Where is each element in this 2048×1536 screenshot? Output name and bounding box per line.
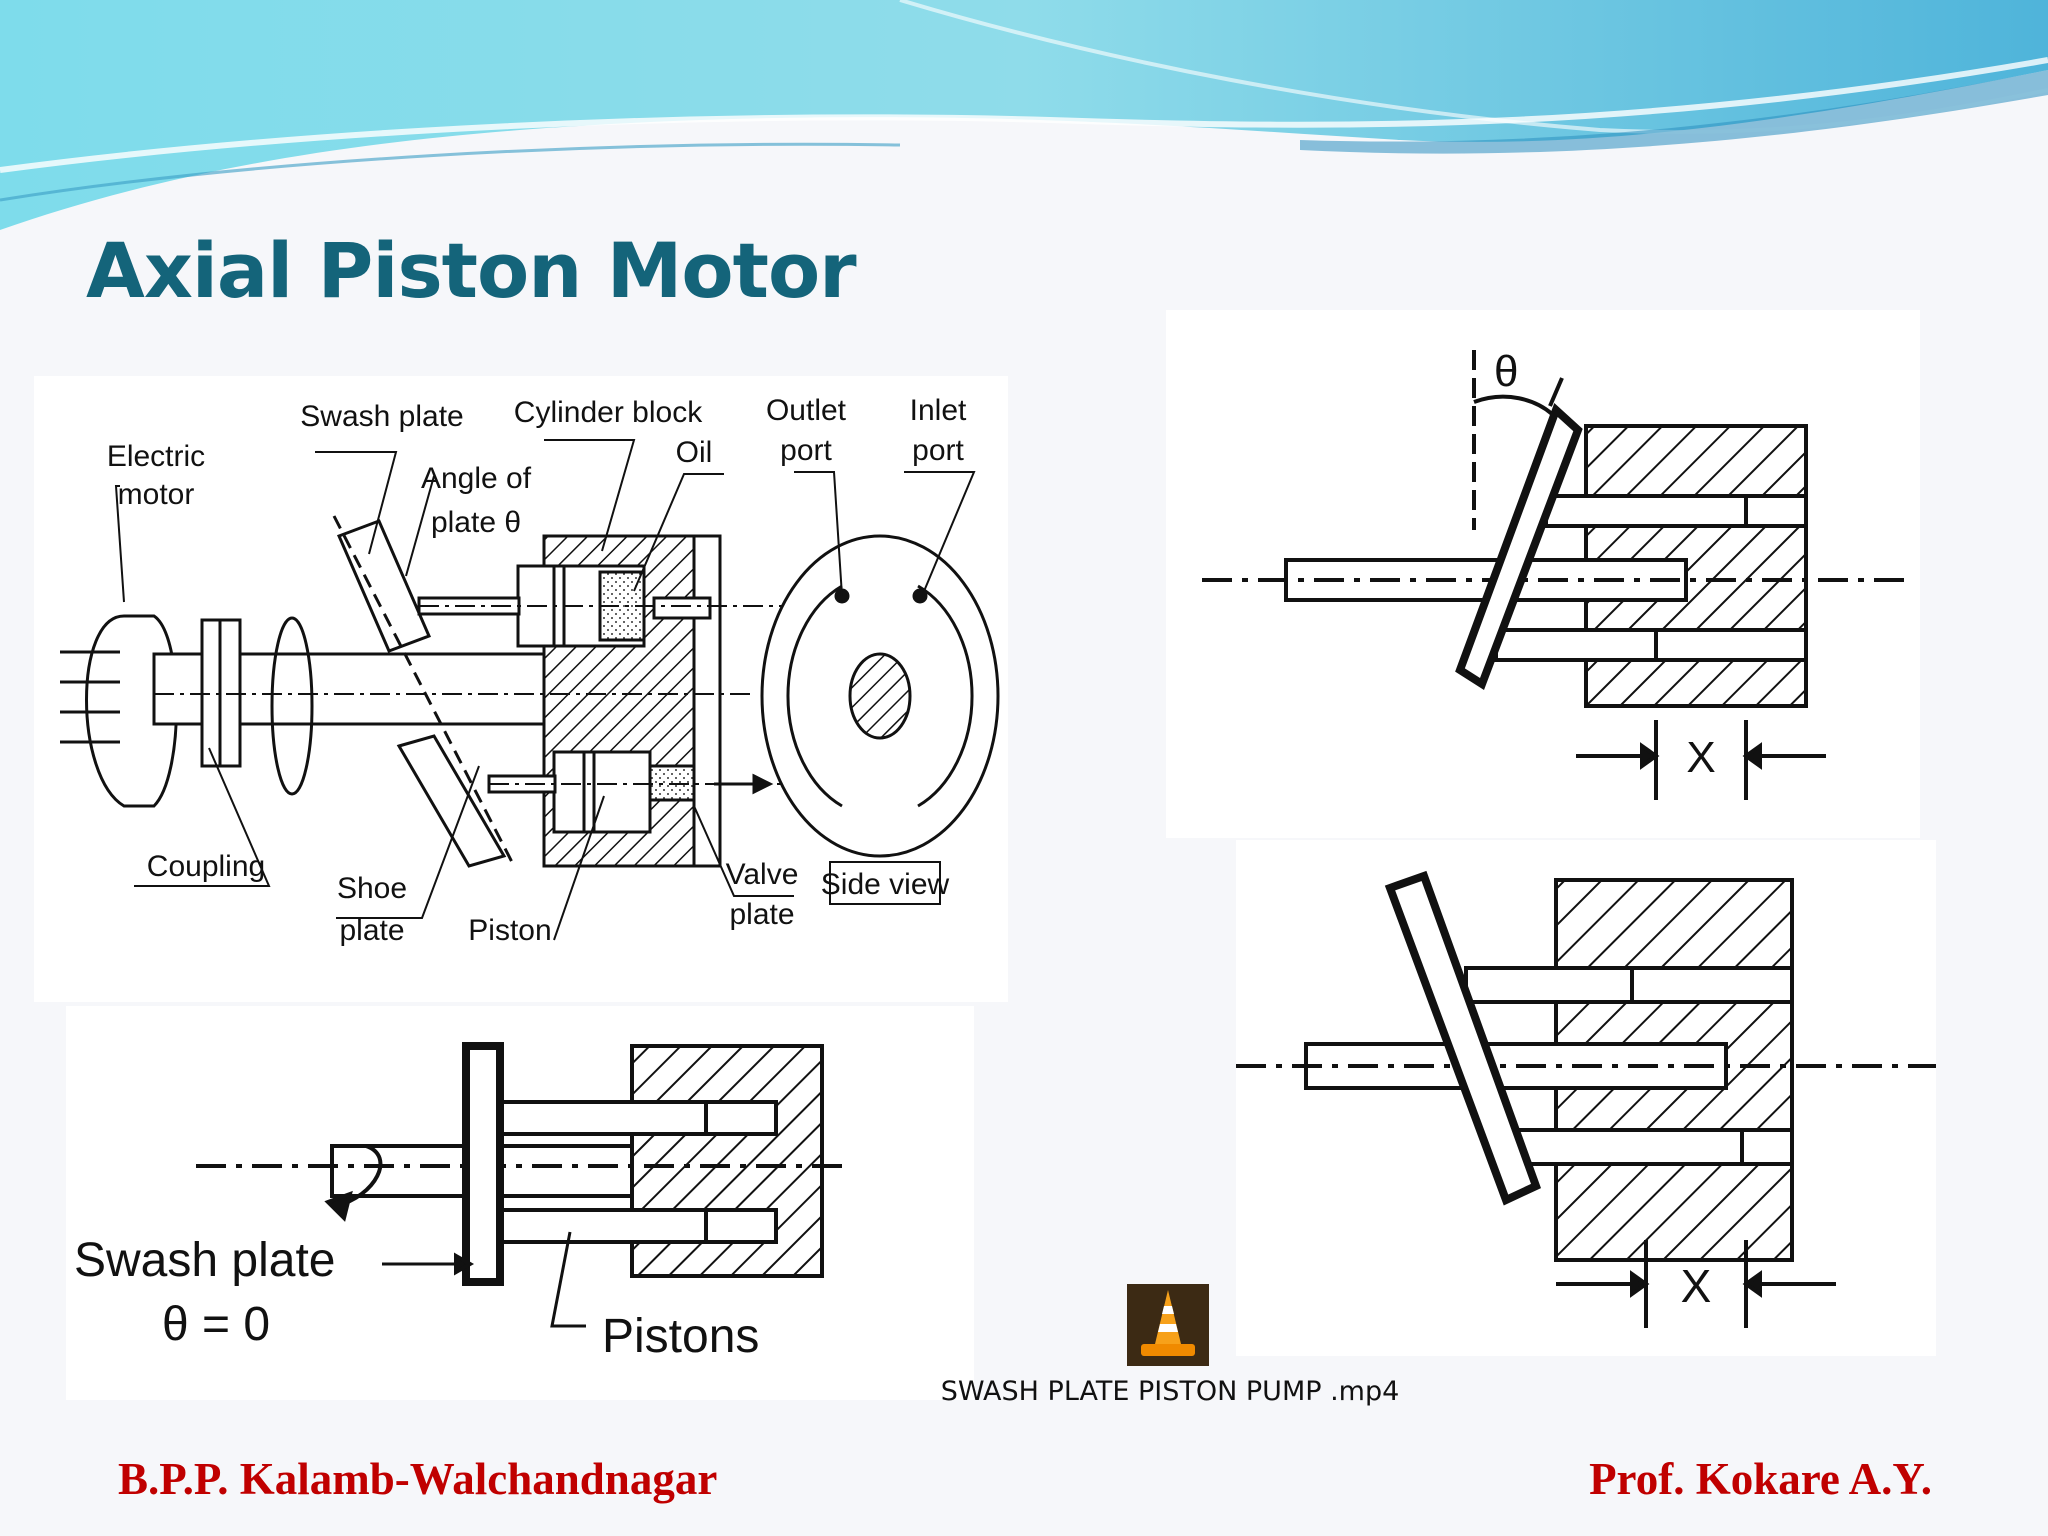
label-swash-plate: Swash plate xyxy=(300,400,463,433)
vlc-cone-icon[interactable] xyxy=(1127,1284,1209,1366)
label-shoe-plate-2: plate xyxy=(339,914,404,947)
axial-piston-motor-diagram: Electric motor Swash plate Angle of plat… xyxy=(34,376,1008,1002)
swash-plate xyxy=(336,519,432,653)
swash-plate-zero-diagram: Swash plate θ = 0 Pistons xyxy=(66,1006,974,1400)
media-caption[interactable]: SWASH PLATE PISTON PUMP .mp4 xyxy=(940,1376,1400,1407)
tilted-swash-plate-diagram: θ X xyxy=(1166,310,1920,838)
label-cylinder-block: Cylinder block xyxy=(514,396,703,429)
tilted-swash-plate xyxy=(1455,403,1583,691)
label-theta: θ xyxy=(1494,347,1518,396)
label-valve-plate-2: plate xyxy=(729,898,794,931)
footer-institution: B.P.P. Kalamb-Walchandnagar xyxy=(118,1454,718,1504)
label-inlet-port-2: port xyxy=(912,434,964,467)
swash-plate-vertical xyxy=(462,1042,504,1286)
tilted-swash-plate-large xyxy=(1384,870,1542,1206)
slide-title: Axial Piston Motor xyxy=(86,226,857,315)
label-shoe-plate-1: Shoe xyxy=(337,872,407,905)
label-swash-plate-zero: Swash plate xyxy=(74,1234,336,1287)
label-outlet-port-2: port xyxy=(780,434,832,467)
label-coupling: Coupling xyxy=(147,850,265,883)
piston-lower xyxy=(552,750,652,834)
header-wave xyxy=(0,0,2048,230)
label-electric-motor-2: motor xyxy=(118,478,195,511)
footer-author: Prof. Kokare A.Y. xyxy=(1589,1454,1932,1504)
label-oil: Oil xyxy=(676,436,713,469)
label-electric-motor-1: Electric xyxy=(107,440,205,473)
label-side-view: Side view xyxy=(821,868,950,901)
label-outlet-port-1: Outlet xyxy=(766,394,847,427)
label-stroke-x-bottom: X xyxy=(1681,1260,1712,1312)
label-theta-zero: θ = 0 xyxy=(162,1298,270,1351)
label-valve-plate-1: Valve xyxy=(726,858,799,891)
label-piston: Piston xyxy=(468,914,551,947)
label-stroke-x-top: X xyxy=(1686,733,1715,782)
label-angle-of-plate-2: plate θ xyxy=(431,506,521,539)
tilted-swash-plate-large-diagram: X xyxy=(1236,840,1936,1356)
label-pistons: Pistons xyxy=(602,1310,759,1363)
label-angle-of-plate-1: Angle of xyxy=(421,462,532,495)
label-inlet-port-1: Inlet xyxy=(910,394,967,427)
media-file[interactable] xyxy=(1127,1284,1209,1366)
